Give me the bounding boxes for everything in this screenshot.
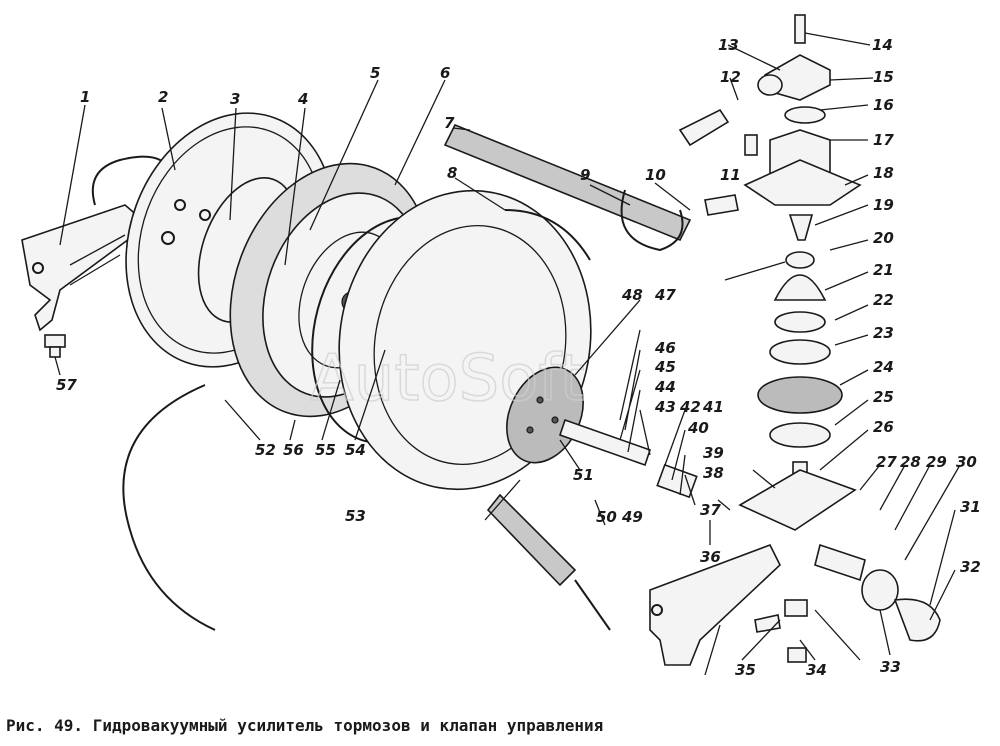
part-label-24: 24 — [873, 358, 894, 376]
fitting-10 — [704, 194, 739, 216]
exploded-diagram: AutoSoft 1 2 3 4 5 6 7 8 9 10 11 12 13 1… — [21, 14, 981, 679]
valve-body-37 — [656, 463, 698, 499]
pipe-50 — [574, 579, 611, 631]
part-label-33: 33 — [880, 658, 901, 676]
part-label-54: 54 — [345, 441, 366, 459]
vacuum-hose-50 — [486, 493, 577, 587]
part-label-20: 20 — [873, 229, 894, 247]
mounting-bracket-left — [21, 204, 150, 332]
part-label-31: 31 — [960, 498, 981, 516]
part-label-3: 3 — [230, 90, 240, 108]
figure-caption: Рис. 49. Гидровакуумный усилитель тормоз… — [6, 716, 604, 735]
part-label-26: 26 — [873, 418, 894, 436]
part-label-27: 27 — [876, 453, 897, 471]
watermark: AutoSoft — [310, 342, 585, 416]
part-label-44: 44 — [654, 378, 676, 396]
part-label-16: 16 — [873, 96, 894, 114]
part-label-14: 14 — [872, 36, 893, 54]
part-label-46: 46 — [654, 339, 676, 357]
part-label-34: 34 — [806, 661, 827, 679]
mounting-bracket-right — [649, 543, 781, 666]
bolt-57 — [44, 334, 66, 358]
part-label-15: 15 — [873, 68, 894, 86]
vacuum-hose-7 — [443, 123, 692, 242]
fitting-36 — [754, 614, 781, 633]
part-label-18: 18 — [873, 164, 894, 182]
part-label-47: 47 — [654, 286, 676, 304]
part-label-57: 57 — [56, 376, 77, 394]
part-label-25: 25 — [873, 388, 894, 406]
part-label-21: 21 — [873, 261, 894, 279]
part-label-28: 28 — [900, 453, 921, 471]
nut-34 — [784, 599, 808, 617]
part-label-23: 23 — [873, 324, 894, 342]
part-label-10: 10 — [645, 166, 666, 184]
part-label-17: 17 — [873, 131, 894, 149]
part-label-49: 49 — [621, 508, 643, 526]
part-label-9: 9 — [580, 166, 590, 184]
tee-fitting — [814, 543, 941, 642]
part-label-4: 4 — [297, 90, 308, 108]
part-label-8: 8 — [447, 164, 457, 182]
part-label-6: 6 — [440, 64, 450, 82]
piston-rod — [558, 418, 652, 467]
piston-plate — [506, 366, 584, 464]
part-label-19: 19 — [873, 196, 894, 214]
part-label-41: 41 — [702, 398, 724, 416]
part-label-1: 1 — [80, 88, 90, 106]
clamp-band-52 — [122, 384, 216, 631]
part-label-2: 2 — [158, 88, 168, 106]
nut-35 — [787, 647, 807, 663]
clamp-8 — [504, 209, 591, 261]
part-label-53: 53 — [345, 507, 366, 525]
part-label-39: 39 — [703, 444, 724, 462]
part-label-11: 11 — [720, 166, 741, 184]
part-label-22: 22 — [873, 291, 894, 309]
control-valve-stack — [738, 14, 862, 531]
part-label-40: 40 — [687, 419, 709, 437]
part-label-50: 50 — [596, 508, 617, 526]
part-label-45: 45 — [654, 358, 676, 376]
part-label-35: 35 — [735, 661, 756, 679]
part-label-48: 48 — [621, 286, 643, 304]
part-label-56: 56 — [283, 441, 304, 459]
part-label-32: 32 — [960, 558, 981, 576]
part-label-42: 42 — [679, 398, 701, 416]
part-label-38: 38 — [703, 464, 724, 482]
clamp-9 — [620, 189, 684, 252]
part-label-37: 37 — [700, 501, 721, 519]
part-label-55: 55 — [315, 441, 336, 459]
part-label-7: 7 — [444, 114, 455, 132]
bolt-11 — [744, 134, 758, 156]
fitting-12 — [678, 108, 730, 147]
part-label-13: 13 — [718, 36, 739, 54]
part-label-52: 52 — [255, 441, 276, 459]
part-label-5: 5 — [370, 64, 380, 82]
leader-lines — [54, 32, 961, 676]
part-label-43: 43 — [654, 398, 676, 416]
part-label-51: 51 — [573, 466, 594, 484]
part-label-30: 30 — [956, 453, 977, 471]
part-number-labels: 1 2 3 4 5 6 7 8 9 10 11 12 13 14 15 16 1… — [56, 36, 981, 679]
part-label-36: 36 — [700, 548, 721, 566]
part-label-29: 29 — [926, 453, 947, 471]
part-label-12: 12 — [720, 68, 741, 86]
